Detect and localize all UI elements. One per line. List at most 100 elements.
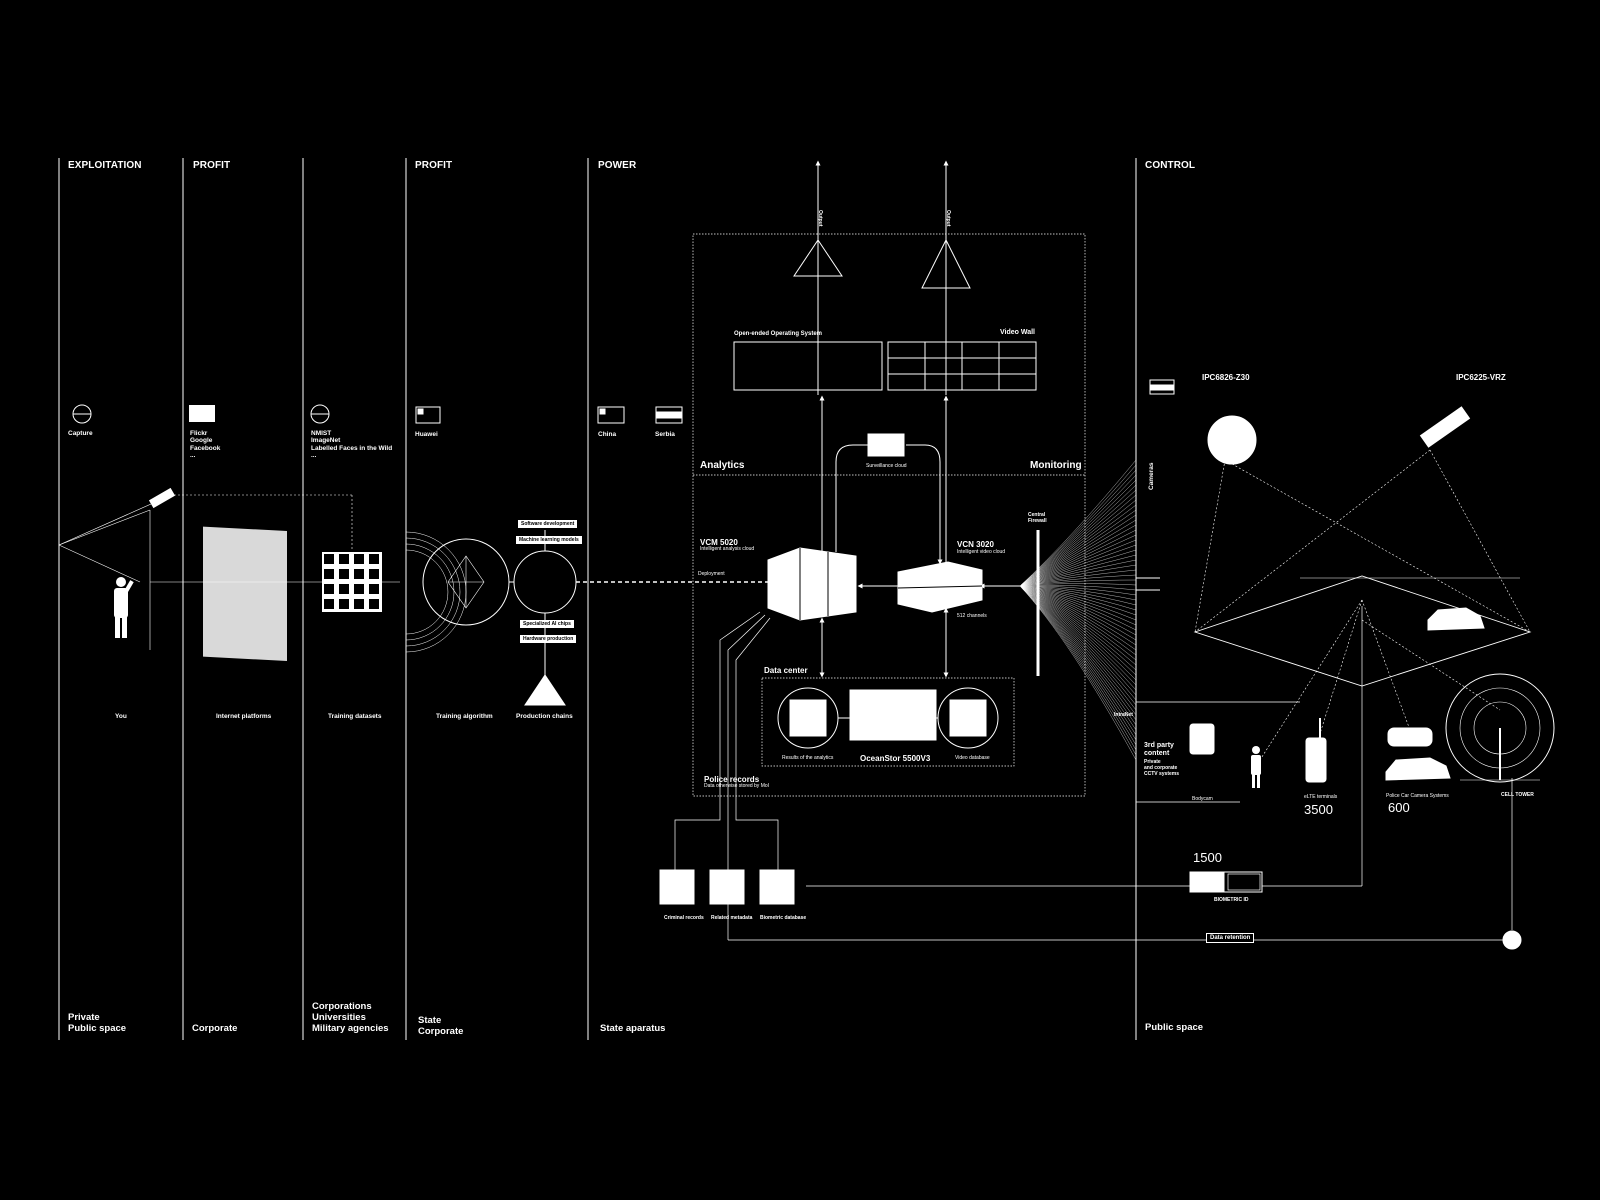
monitoring-label: Monitoring [1030, 460, 1082, 471]
cube-cell [339, 569, 349, 579]
cone-line [1019, 529, 1137, 587]
serbia-flag-icon [1149, 379, 1175, 395]
firewall-label: Central Firewall [1028, 512, 1047, 524]
cube-cell [354, 569, 364, 579]
output-pyramid [793, 239, 843, 277]
cone-line [1019, 479, 1137, 587]
cone-line [1019, 585, 1137, 616]
cone-line [1019, 585, 1137, 736]
header-profit: PROFIT [415, 160, 453, 171]
cone-line [1019, 585, 1137, 596]
header-profit: PROFIT [193, 160, 231, 171]
hardware-production-label: Hardware production [520, 635, 577, 643]
os-label: Open-ended Operating System [734, 331, 823, 337]
surveillance-cloud-label: Surveillance cloud [866, 463, 907, 469]
cone-line [1019, 585, 1137, 641]
cone-line [1019, 579, 1137, 587]
deployment-label: Deployment [698, 571, 725, 577]
cone-line [1019, 585, 1137, 716]
space-state-corporate: State Corporate [418, 1015, 464, 1037]
third-party-label: 3rd party content [1144, 742, 1174, 758]
police-records-sublabel: Data otherwise stored by MoI [704, 783, 770, 789]
cube-cell [324, 569, 334, 579]
count-600: 600 [1388, 800, 1410, 815]
vcm-sublabel: Intelligent analysis cloud [700, 546, 755, 552]
training-datasets-label: Training datasets [328, 713, 382, 720]
platform-sources: Flickr Google Facebook ... [190, 430, 221, 460]
cone-line [1019, 585, 1137, 696]
cube-cell [354, 599, 364, 609]
cone-line [1019, 519, 1137, 587]
model-circle [513, 550, 577, 614]
cone-line [1019, 574, 1137, 587]
camera-model-1: IPC6826-Z30 [1202, 373, 1250, 382]
cone-line [1019, 585, 1137, 731]
capture-label: Capture [68, 430, 93, 437]
cone-line [1019, 534, 1137, 587]
dome-camera [1207, 415, 1257, 465]
cone-line [1019, 585, 1137, 756]
vcn-label: VCN 3020 [957, 540, 994, 549]
internet-platforms-label: Internet platforms [216, 713, 272, 720]
training-algorithm-label: Training algorithm [436, 713, 493, 720]
cone-line [1019, 585, 1137, 671]
cone-line [1019, 585, 1137, 666]
police-records-label: Police records [704, 775, 760, 784]
police-car [1385, 757, 1451, 781]
cube-cell [354, 584, 364, 594]
police-car-camera [1387, 727, 1433, 747]
cell-tower-label: CELL TOWER [1501, 792, 1534, 798]
vcn-server [897, 561, 983, 613]
cube-cell [324, 599, 334, 609]
cone-line [1019, 585, 1137, 706]
cone-line [1019, 469, 1137, 587]
cone-line [1019, 554, 1137, 587]
cone-line [1019, 585, 1137, 761]
cone-line [1019, 559, 1137, 587]
data-retention-label: Data retention [1206, 933, 1255, 943]
cone-line [1019, 585, 1137, 611]
mobile-provider-node [1502, 930, 1522, 950]
cone-line [1019, 514, 1137, 587]
criminal-records-db [659, 869, 695, 905]
car-scene [1427, 607, 1485, 631]
vcm-label: VCM 5020 [700, 538, 738, 547]
china-label: China [598, 431, 617, 438]
cone-line [1019, 504, 1137, 587]
header-exploitation: EXPLOITATION [68, 160, 142, 171]
oceanstor-storage [849, 689, 937, 741]
data-center-box [761, 677, 1015, 767]
cone-line [1019, 585, 1137, 681]
output-pyramid [921, 238, 971, 289]
cone-line [1019, 549, 1137, 587]
serbia-label: Serbia [655, 431, 675, 438]
elte-label: eLTE terminals [1304, 794, 1338, 800]
cone-line [1019, 585, 1137, 601]
cone-line [1019, 585, 1137, 651]
bullet-camera [1419, 406, 1471, 448]
you-label: You [115, 713, 127, 720]
person-silhouette [114, 577, 134, 638]
cone-line [1019, 585, 1137, 721]
analytics-label: Analytics [700, 460, 745, 471]
related-metadata-label: Related metadata [711, 915, 753, 921]
bodycam-device [1189, 723, 1215, 755]
cone-line [1019, 585, 1137, 686]
cone-line [1019, 585, 1137, 691]
space-state-aparatus: State aparatus [600, 1023, 666, 1034]
cone-line [1019, 585, 1137, 751]
sierpinski-triangle [524, 674, 566, 706]
usa-flag-icon [189, 405, 215, 422]
intranet-label: IntraNet [1114, 712, 1133, 718]
cone-line [1019, 585, 1137, 591]
results-label: Results of the analytics [782, 755, 834, 761]
cube-cell [324, 584, 334, 594]
huawei-label: Huawei [415, 431, 438, 438]
cone-line [1019, 585, 1137, 726]
surveillance-cloud-box [867, 433, 905, 457]
machine-learning-label: Machine learning models [516, 536, 582, 544]
police-car-label: Police Car Camera Systems [1386, 793, 1449, 799]
cone-line [1019, 583, 1137, 587]
space-corporate: Corporate [192, 1023, 238, 1034]
cone-line [1019, 585, 1137, 626]
